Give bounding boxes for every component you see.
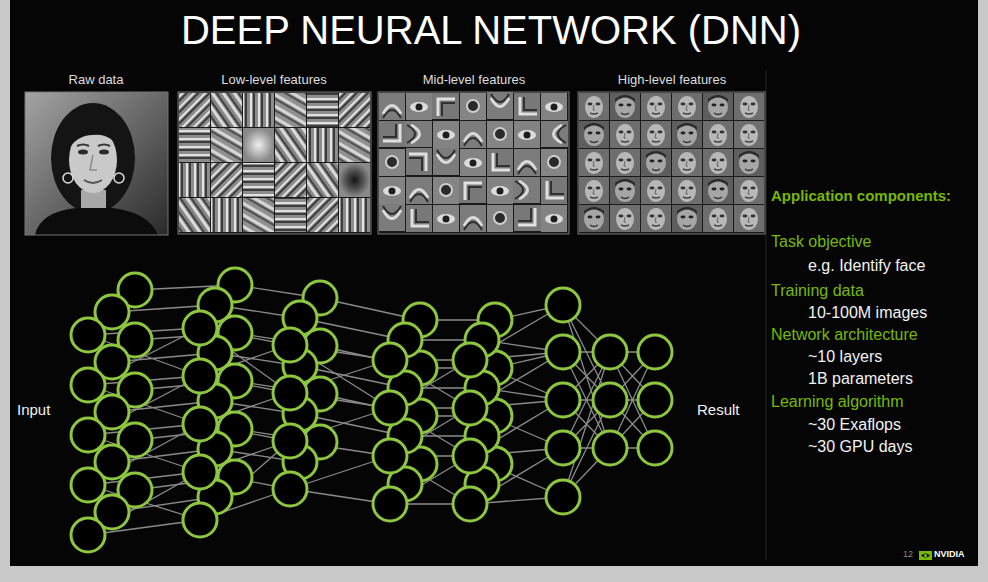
panel-label: High-level features xyxy=(618,72,726,88)
component-value: 10-100M images xyxy=(808,303,927,322)
panel-label: Raw data xyxy=(69,72,124,88)
layer-label: Result xyxy=(697,401,740,419)
panel-label: Low-level features xyxy=(221,72,327,88)
component-name: Task objective xyxy=(771,232,872,251)
low-level-feature-grid xyxy=(178,92,371,234)
component-value: e.g. Identify face xyxy=(808,256,925,275)
slide-title: DEEP NEURAL NETWORK (DNN) xyxy=(181,6,801,54)
component-value: ~10 layers xyxy=(808,347,882,366)
component-name: Learning algorithm xyxy=(771,392,904,411)
raw-face-image xyxy=(25,92,168,235)
component-name: Network architecture xyxy=(771,325,918,344)
nvidia-logo-mark xyxy=(919,551,932,560)
component-value: 1B parameters xyxy=(808,369,913,388)
layer-label: Input xyxy=(17,401,50,419)
logo-text: NVIDIA xyxy=(934,549,965,560)
panel-label: Mid-level features xyxy=(423,72,526,88)
network-connections xyxy=(88,285,655,535)
high-level-face-grid xyxy=(578,92,765,234)
slide-number: 12 xyxy=(903,549,913,560)
mid-level-feature-grid xyxy=(378,92,569,234)
component-name: Training data xyxy=(771,281,864,300)
section-heading: Application components: xyxy=(771,187,951,205)
neuron-circles xyxy=(71,268,672,552)
component-value: ~30 GPU days xyxy=(808,437,913,456)
component-value: ~30 Exaflops xyxy=(808,415,901,434)
